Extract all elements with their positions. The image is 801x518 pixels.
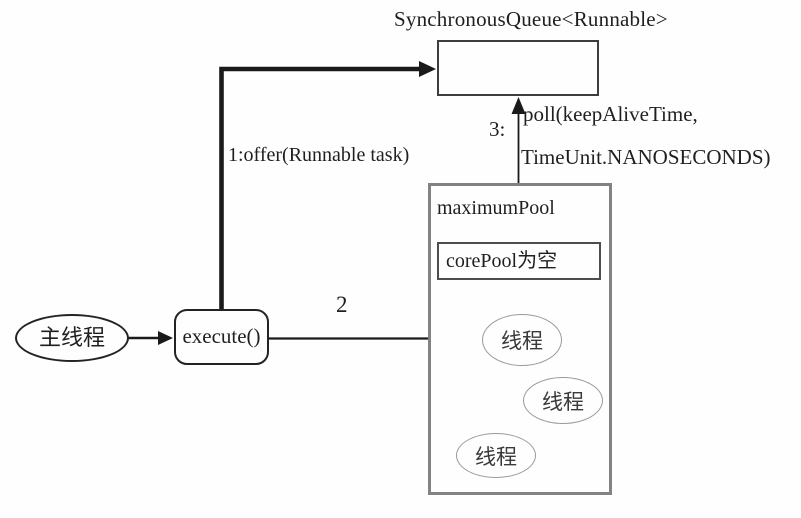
main-thread-label: 主线程 bbox=[38, 324, 105, 350]
step3-arrow-label: 3: bbox=[489, 117, 506, 141]
execute-box: execute() bbox=[174, 309, 269, 365]
step2-arrow-label: 2 bbox=[336, 292, 348, 317]
execute-label: execute() bbox=[182, 324, 261, 349]
offer-arrow-head bbox=[419, 61, 436, 77]
thread-ellipse: 线程 bbox=[482, 314, 562, 366]
thread-label: 线程 bbox=[475, 444, 517, 469]
core-pool-box: corePool为空 bbox=[437, 242, 601, 280]
main-thread-ellipse: 主线程 bbox=[15, 314, 129, 362]
offer-arrow bbox=[219, 66, 422, 310]
thread-ellipse: 线程 bbox=[456, 433, 536, 478]
offer-arrow-label: 1:offer(Runnable task) bbox=[228, 144, 410, 166]
poll-label-line1: poll(keepAliveTime, bbox=[523, 102, 698, 126]
main-to-execute-arrow-head bbox=[158, 331, 173, 345]
synchronous-queue-box bbox=[437, 40, 599, 96]
core-pool-label: corePool为空 bbox=[446, 250, 558, 272]
poll-label-line2: TimeUnit.NANOSECONDS) bbox=[521, 145, 771, 169]
maximum-pool-label: maximumPool bbox=[437, 197, 555, 219]
thread-ellipse: 线程 bbox=[523, 377, 603, 424]
thread-label: 线程 bbox=[542, 389, 584, 414]
thread-label: 线程 bbox=[501, 329, 543, 353]
queue-title: SynchronousQueue<Runnable> bbox=[394, 7, 668, 31]
